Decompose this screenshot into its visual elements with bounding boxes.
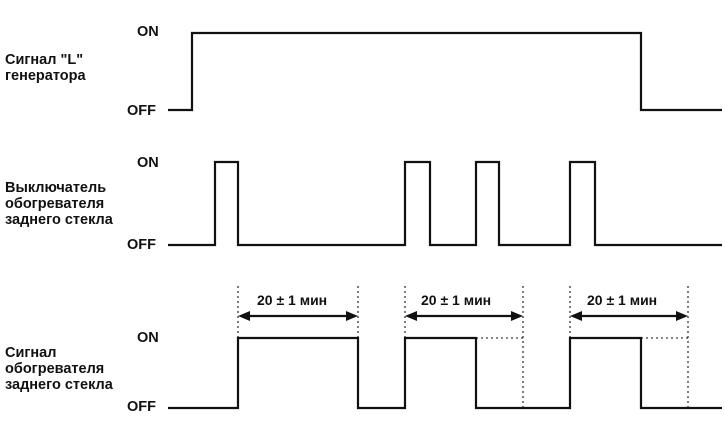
level-on-label: ON bbox=[137, 155, 159, 171]
level-on-label: ON bbox=[137, 330, 159, 346]
duration-arrows bbox=[238, 311, 688, 321]
trace-defogger_switch bbox=[168, 160, 722, 247]
duration-label: 20 ± 1 мин bbox=[419, 292, 494, 308]
arrowhead-right bbox=[346, 311, 358, 321]
arrowhead-left bbox=[238, 311, 250, 321]
signal-label-line: обогревателя bbox=[5, 361, 105, 377]
level-off-label: OFF bbox=[127, 399, 156, 415]
trace-defogger_signal bbox=[168, 336, 722, 410]
timing-guides bbox=[237, 286, 689, 408]
arrowhead-left bbox=[570, 311, 582, 321]
signal-label-line: заднего стекла bbox=[5, 377, 113, 393]
signal-label-defogger-signal: Сигнал обогревателя заднего стекла bbox=[5, 345, 113, 393]
signal-label-line: генератора bbox=[5, 68, 86, 84]
arrowhead-right bbox=[676, 311, 688, 321]
signal-label-line: Сигнал bbox=[5, 345, 57, 361]
level-off-label: OFF bbox=[127, 103, 156, 119]
signal-label-defogger-switch: Выключатель обогревателя заднего стекла bbox=[5, 180, 113, 228]
signal-label-line: обогревателя bbox=[5, 196, 105, 212]
trace-generator_L bbox=[168, 31, 722, 112]
signal-traces bbox=[168, 31, 722, 410]
signal-label-generator-l: Сигнал "L" генератора bbox=[5, 52, 86, 84]
duration-label: 20 ± 1 мин bbox=[585, 292, 660, 308]
level-on-label: ON bbox=[137, 24, 159, 40]
arrowhead-right bbox=[511, 311, 523, 321]
duration-label: 20 ± 1 мин bbox=[255, 292, 330, 308]
signal-label-line: Сигнал "L" bbox=[5, 52, 84, 68]
signal-label-line: Выключатель bbox=[5, 180, 107, 196]
arrowhead-left bbox=[405, 311, 417, 321]
signal-label-line: заднего стекла bbox=[5, 212, 113, 228]
level-off-label: OFF bbox=[127, 237, 156, 253]
